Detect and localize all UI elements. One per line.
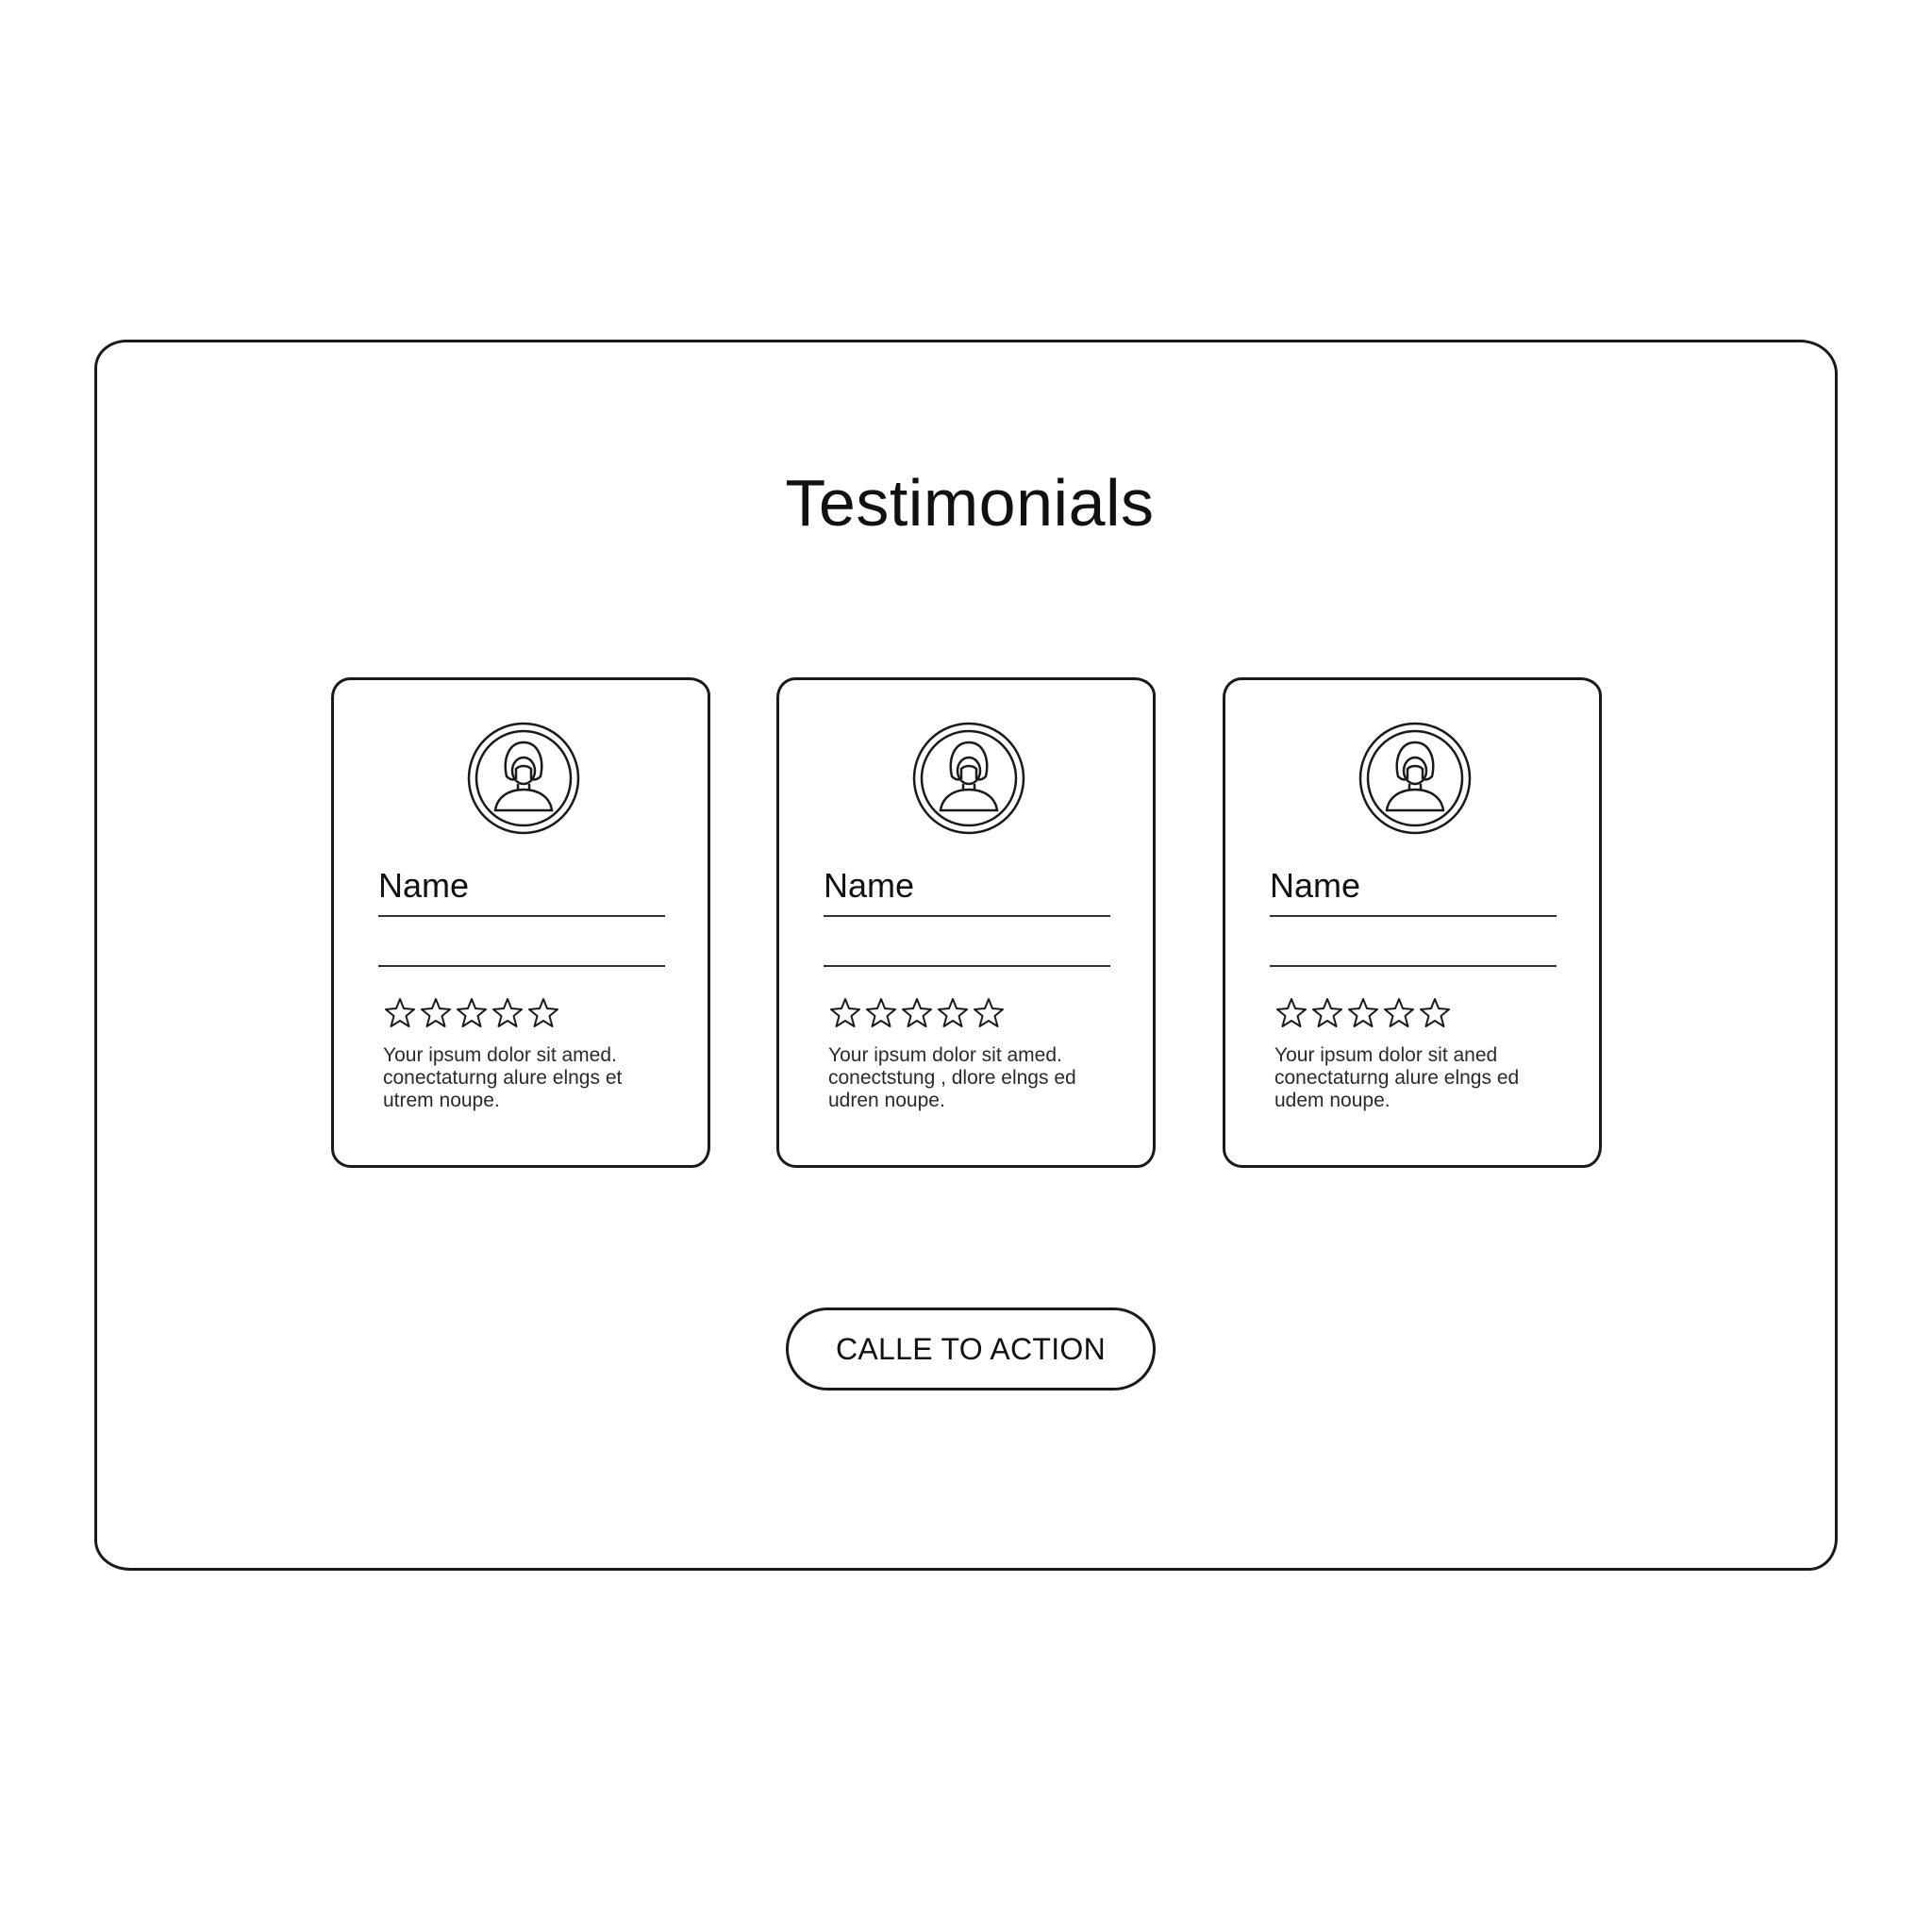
- star-outline-icon: [385, 998, 415, 1027]
- name-underline: [1270, 915, 1557, 917]
- testimonial-card: Name Your ipsum dolor sit amed. conectst…: [776, 677, 1156, 1168]
- testimonial-name: Name: [824, 866, 915, 905]
- star-rating: [385, 998, 558, 1027]
- star-rating: [830, 998, 1004, 1027]
- star-outline-icon: [830, 998, 860, 1027]
- name-underline: [824, 915, 1110, 917]
- section-title: Testimonials: [785, 466, 1155, 540]
- testimonial-name: Name: [378, 866, 470, 905]
- star-outline-icon: [1312, 998, 1342, 1027]
- star-outline-icon: [866, 998, 896, 1027]
- divider: [1270, 965, 1557, 967]
- woman-avatar-icon: [467, 722, 580, 835]
- woman-avatar-icon: [912, 722, 1025, 835]
- call-to-action-button[interactable]: CALLE TO ACTION: [786, 1307, 1156, 1391]
- testimonial-card: Name Your ipsum dolor sit aned conectatu…: [1223, 677, 1602, 1168]
- star-outline-icon: [974, 998, 1004, 1027]
- name-underline: [378, 915, 665, 917]
- star-outline-icon: [528, 998, 558, 1027]
- star-outline-icon: [1276, 998, 1307, 1027]
- star-outline-icon: [492, 998, 523, 1027]
- star-outline-icon: [1348, 998, 1378, 1027]
- star-outline-icon: [902, 998, 932, 1027]
- star-outline-icon: [1420, 998, 1450, 1027]
- woman-avatar-icon: [1358, 722, 1472, 835]
- testimonial-card: Name Your ipsum dolor sit amed. conectat…: [331, 677, 710, 1168]
- star-outline-icon: [938, 998, 968, 1027]
- star-outline-icon: [1384, 998, 1414, 1027]
- testimonial-quote: Your ipsum dolor sit aned conectaturng a…: [1274, 1044, 1520, 1111]
- testimonial-quote: Your ipsum dolor sit amed. conectaturng …: [383, 1044, 623, 1111]
- divider: [824, 965, 1110, 967]
- star-outline-icon: [457, 998, 487, 1027]
- star-rating: [1276, 998, 1450, 1027]
- testimonial-name: Name: [1270, 866, 1361, 905]
- testimonials-section: [94, 340, 1838, 1571]
- star-outline-icon: [421, 998, 451, 1027]
- divider: [378, 965, 665, 967]
- testimonial-quote: Your ipsum dolor sit amed. conectstung ,…: [828, 1044, 1076, 1111]
